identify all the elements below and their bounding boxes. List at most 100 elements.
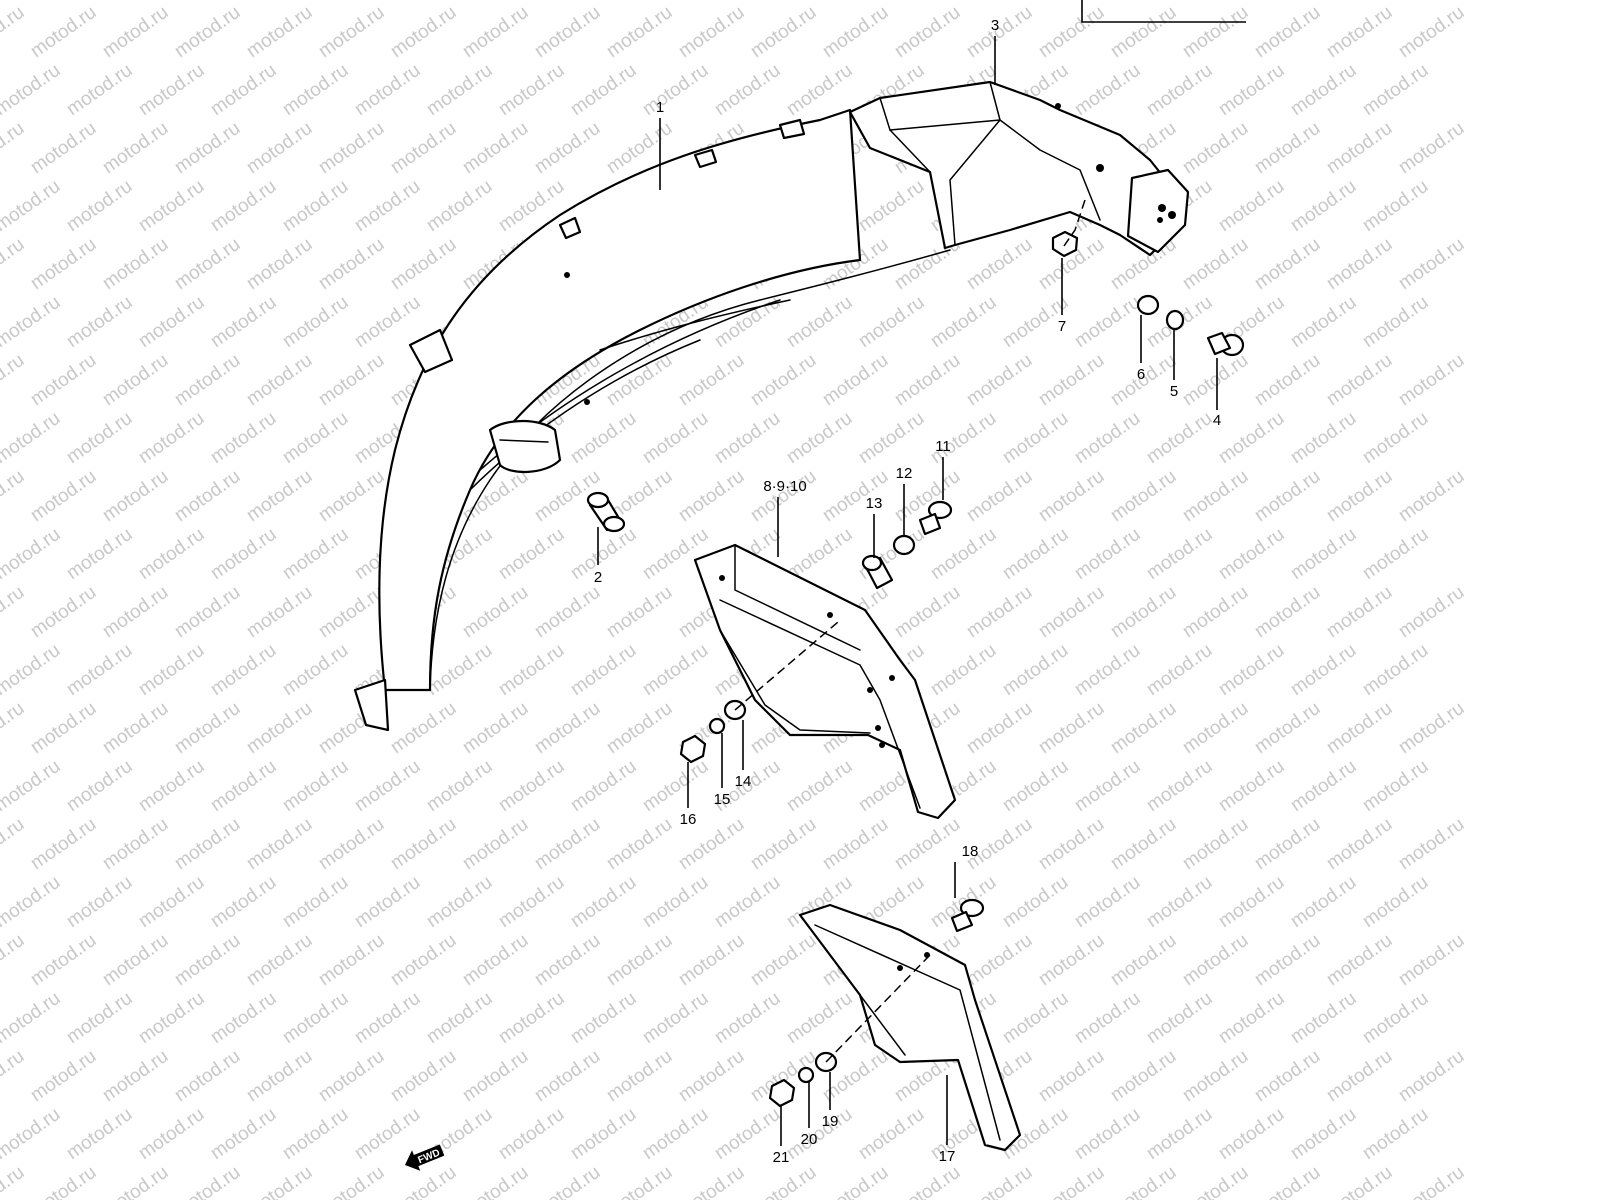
watermark-text: motod.ru bbox=[1179, 118, 1252, 178]
watermark-text: motod.ru bbox=[1179, 1162, 1252, 1200]
watermark-text: motod.ru bbox=[1107, 582, 1180, 642]
watermark-text: motod.ru bbox=[63, 292, 136, 352]
washer-12 bbox=[892, 534, 916, 556]
watermark-text: motod.ru bbox=[891, 350, 964, 410]
watermark-text: motod.ru bbox=[1035, 582, 1108, 642]
watermark-text: motod.ru bbox=[315, 2, 388, 62]
watermark-text: motod.ru bbox=[1071, 60, 1144, 120]
watermark-text: motod.ru bbox=[0, 582, 28, 642]
watermark-text: motod.ru bbox=[1323, 698, 1396, 758]
watermark-text: motod.ru bbox=[747, 814, 820, 874]
assembly-line bbox=[825, 954, 931, 1063]
watermark-text: motod.ru bbox=[1251, 930, 1324, 990]
lower-bracket bbox=[798, 903, 1022, 1152]
watermark-text: motod.ru bbox=[567, 1104, 640, 1164]
watermark-text: motod.ru bbox=[1287, 988, 1360, 1048]
spring-washer-15 bbox=[708, 717, 726, 735]
watermark-text: motod.ru bbox=[567, 872, 640, 932]
collar-13 bbox=[861, 554, 894, 590]
watermark-text: motod.ru bbox=[1251, 1162, 1324, 1200]
watermark-text: motod.ru bbox=[1179, 466, 1252, 526]
watermark-text: motod.ru bbox=[459, 814, 532, 874]
watermark-text: motod.ru bbox=[171, 350, 244, 410]
watermark-text: motod.ru bbox=[351, 988, 424, 1048]
watermark-text: motod.ru bbox=[387, 1162, 460, 1200]
callout-5: 5 bbox=[1170, 383, 1178, 400]
callout-15: 15 bbox=[714, 791, 731, 808]
watermark-text: motod.ru bbox=[63, 640, 136, 700]
watermark-text: motod.ru bbox=[1323, 582, 1396, 642]
watermark-text: motod.ru bbox=[603, 582, 676, 642]
watermark-text: motod.ru bbox=[891, 1162, 964, 1200]
watermark-text: motod.ru bbox=[1323, 234, 1396, 294]
watermark-text: motod.ru bbox=[243, 1162, 316, 1200]
watermark-text: motod.ru bbox=[459, 1046, 532, 1106]
watermark-text: motod.ru bbox=[279, 0, 352, 4]
watermark-text: motod.ru bbox=[495, 0, 568, 4]
watermark-text: motod.ru bbox=[351, 176, 424, 236]
frame-corner bbox=[1081, 0, 1246, 23]
watermark-text: motod.ru bbox=[675, 1046, 748, 1106]
watermark-text: motod.ru bbox=[675, 2, 748, 62]
watermark-text: motod.ru bbox=[1359, 756, 1432, 816]
watermark-text: motod.ru bbox=[135, 988, 208, 1048]
watermark-text: motod.ru bbox=[423, 988, 496, 1048]
callout-19: 19 bbox=[822, 1113, 839, 1130]
watermark-text: motod.ru bbox=[1143, 408, 1216, 468]
watermark-text: motod.ru bbox=[315, 582, 388, 642]
washer-6 bbox=[1136, 294, 1160, 316]
watermark-text: motod.ru bbox=[639, 60, 712, 120]
watermark-text: motod.ru bbox=[567, 408, 640, 468]
watermark-text: motod.ru bbox=[1179, 930, 1252, 990]
watermark-text: motod.ru bbox=[999, 408, 1072, 468]
watermark-text: motod.ru bbox=[279, 176, 352, 236]
collar-spacer bbox=[586, 491, 626, 533]
watermark-text: motod.ru bbox=[603, 930, 676, 990]
watermark-text: motod.ru bbox=[99, 814, 172, 874]
watermark-text: motod.ru bbox=[171, 2, 244, 62]
watermark-text: motod.ru bbox=[783, 988, 856, 1048]
watermark-text: motod.ru bbox=[63, 988, 136, 1048]
watermark-text: motod.ru bbox=[1035, 814, 1108, 874]
watermark-text: motod.ru bbox=[1071, 524, 1144, 584]
watermark-text: motod.ru bbox=[783, 756, 856, 816]
watermark-text: motod.ru bbox=[0, 756, 64, 816]
watermark-text: motod.ru bbox=[27, 350, 100, 410]
watermark-text: motod.ru bbox=[0, 0, 64, 4]
watermark-text: motod.ru bbox=[1359, 872, 1432, 932]
callout-12: 12 bbox=[896, 465, 913, 482]
watermark-text: motod.ru bbox=[135, 176, 208, 236]
watermark-text: motod.ru bbox=[603, 2, 676, 62]
watermark-text: motod.ru bbox=[387, 234, 460, 294]
watermark-text: motod.ru bbox=[63, 756, 136, 816]
watermark-text: motod.ru bbox=[1179, 814, 1252, 874]
watermark-text: motod.ru bbox=[1071, 756, 1144, 816]
watermark-text: motod.ru bbox=[1035, 1046, 1108, 1106]
watermark-text: motod.ru bbox=[315, 466, 388, 526]
watermark-text: motod.ru bbox=[1035, 930, 1108, 990]
watermark-text: motod.ru bbox=[495, 872, 568, 932]
watermark-text: motod.ru bbox=[1215, 1104, 1288, 1164]
watermark-text: motod.ru bbox=[0, 698, 28, 758]
watermark-text: motod.ru bbox=[99, 930, 172, 990]
callout-17: 17 bbox=[939, 1148, 956, 1165]
watermark-text: motod.ru bbox=[459, 118, 532, 178]
watermark-text: motod.ru bbox=[1107, 2, 1180, 62]
watermark-text: motod.ru bbox=[243, 582, 316, 642]
watermark-text: motod.ru bbox=[1107, 698, 1180, 758]
watermark-text: motod.ru bbox=[1215, 0, 1288, 4]
watermark-text: motod.ru bbox=[531, 930, 604, 990]
watermark-text: motod.ru bbox=[207, 988, 280, 1048]
watermark-text: motod.ru bbox=[1323, 1046, 1396, 1106]
watermark-text: motod.ru bbox=[1215, 176, 1288, 236]
watermark-text: motod.ru bbox=[279, 988, 352, 1048]
watermark-text: motod.ru bbox=[999, 524, 1072, 584]
watermark-text: motod.ru bbox=[711, 0, 784, 4]
watermark-text: motod.ru bbox=[1395, 930, 1468, 990]
watermark-text: motod.ru bbox=[567, 988, 640, 1048]
watermark-text: motod.ru bbox=[963, 1162, 1036, 1200]
watermark-text: motod.ru bbox=[0, 1104, 64, 1164]
watermark-text: motod.ru bbox=[1323, 1162, 1396, 1200]
watermark-text: motod.ru bbox=[99, 466, 172, 526]
watermark-text: motod.ru bbox=[135, 292, 208, 352]
